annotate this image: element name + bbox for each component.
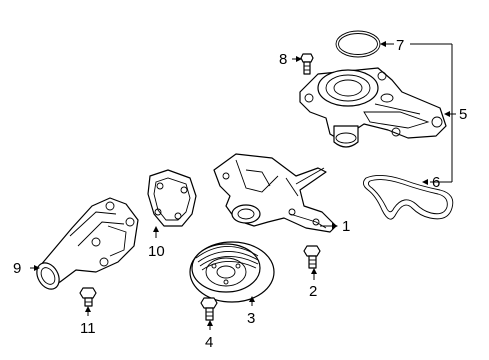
bolt-part-2[interactable] (303, 245, 321, 269)
callout-9: 9 (13, 260, 21, 277)
callout-1: 1 (342, 218, 350, 235)
coolant-outlet-housing[interactable] (32, 197, 139, 293)
callout-2: 2 (309, 283, 317, 300)
gasket-part-6[interactable] (363, 175, 454, 220)
callout-8: 8 (279, 51, 287, 68)
bolt-part-8[interactable] (300, 53, 314, 75)
callout-11: 11 (80, 320, 96, 337)
bolt-part-11[interactable] (79, 287, 97, 307)
gasket-plate[interactable] (147, 169, 197, 227)
callout-6: 6 (432, 174, 440, 191)
water-pump-housing[interactable] (213, 153, 337, 233)
thermostat-housing[interactable] (299, 67, 447, 148)
callout-7: 7 (396, 37, 404, 54)
callout-3: 3 (247, 310, 255, 327)
callout-4: 4 (205, 334, 213, 351)
o-ring-seal[interactable] (335, 30, 381, 58)
callout-labels: 7 8 5 6 1 2 3 4 10 9 11 (13, 37, 467, 351)
bolt-part-4[interactable] (200, 297, 218, 321)
callout-10: 10 (148, 243, 165, 260)
pulley[interactable] (189, 241, 275, 303)
leader-lines (30, 41, 456, 330)
callout-5: 5 (459, 106, 467, 123)
